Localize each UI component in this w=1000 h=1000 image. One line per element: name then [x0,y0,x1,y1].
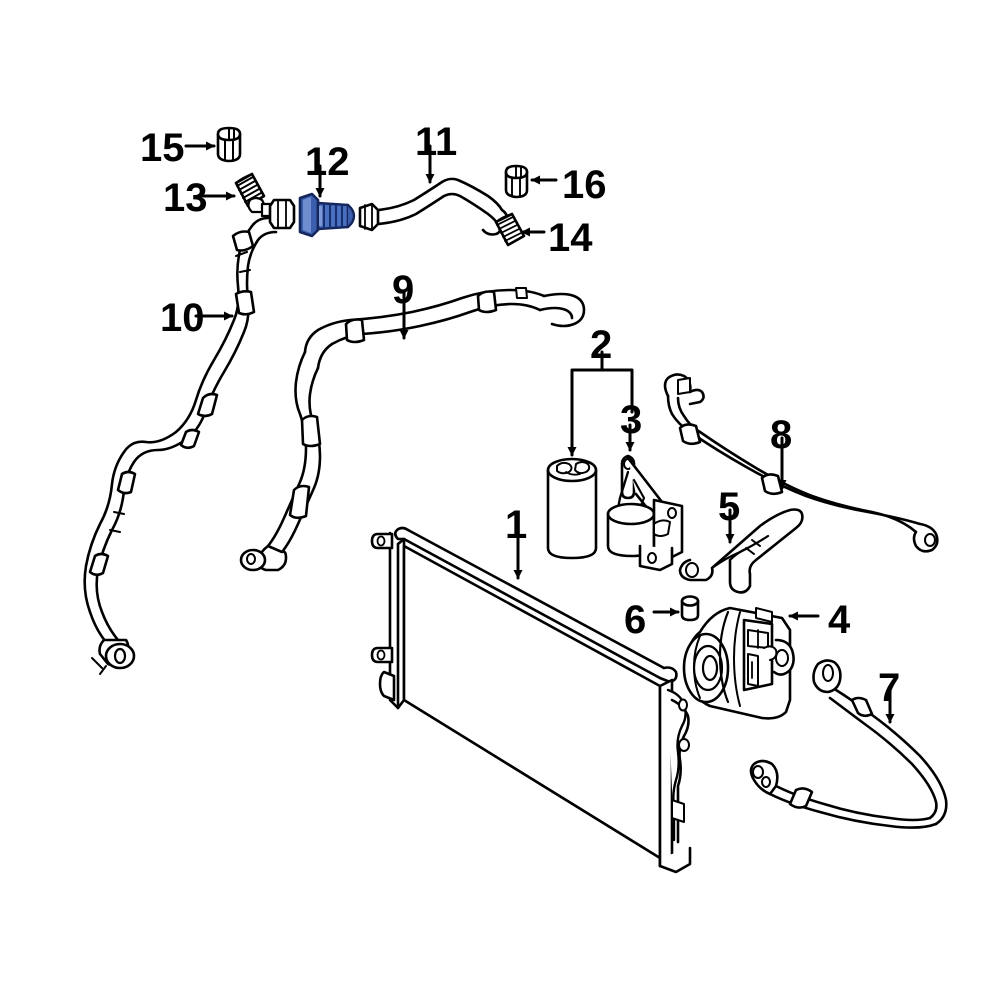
part-11-connector-tube [358,177,509,236]
callout-number-6[interactable]: 6 [624,598,647,642]
line-hex-fitting [247,196,296,230]
part-14-threaded-sleeve [494,212,526,247]
part-9-suction-hose [239,287,586,572]
callout-number-10[interactable]: 10 [160,296,205,340]
callout-number-11[interactable]: 11 [415,120,458,164]
callout-number-7[interactable]: 7 [878,666,901,710]
callout-number-2[interactable]: 2 [590,323,613,367]
part-3-drier-bracket [606,454,684,572]
callout-number-3[interactable]: 3 [620,398,643,442]
leader-bracket-2 [570,350,634,414]
part-1-ac-condenser [370,526,692,874]
part-16-cap-seal [504,164,529,199]
part-5-compressor-bracket [678,508,804,594]
callout-number-12[interactable]: 12 [305,140,350,184]
callout-number-9[interactable]: 9 [392,268,415,312]
callout-number-1[interactable]: 1 [505,503,528,547]
callout-number-15[interactable]: 15 [140,126,185,170]
part-6-seal-ring [680,595,700,622]
part-10-refrigerant-line [83,216,278,675]
callout-number-13[interactable]: 13 [163,176,208,220]
callout-number-4[interactable]: 4 [828,598,851,642]
callout-number-8[interactable]: 8 [770,413,793,457]
part-7-discharge-hose [749,659,948,829]
part-2-receiver-drier [546,457,598,560]
part-8-liquid-line [663,373,939,553]
part-4-ac-compressor [682,606,795,720]
part-15-cap-seal [216,126,242,163]
callout-number-14[interactable]: 14 [548,216,593,260]
callout-number-16[interactable]: 16 [562,163,607,207]
part-12-service-valve-bolt [298,192,356,238]
leader-arrows [184,141,895,724]
callout-number-5[interactable]: 5 [718,485,741,529]
